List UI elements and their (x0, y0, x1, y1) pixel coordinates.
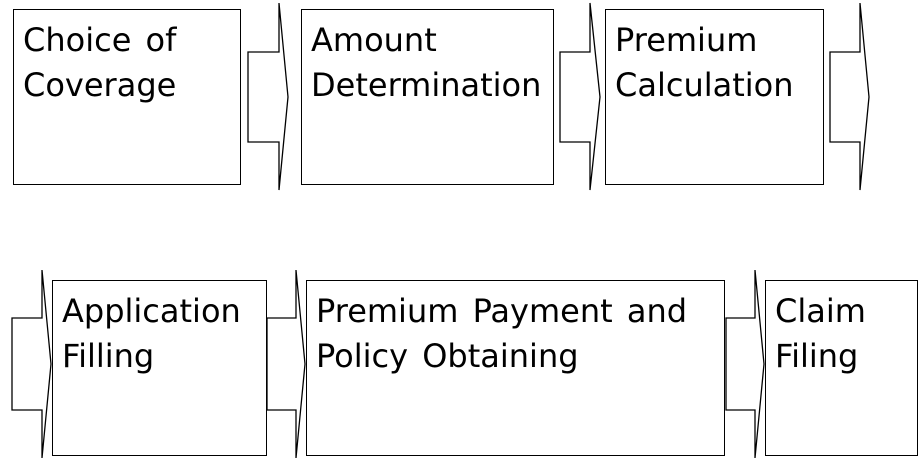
step-label-line-2: Policy Obtaining (316, 337, 579, 375)
step-label-line-1: Claim (775, 292, 866, 330)
step-choice-of-coverage: Choice of Coverage (13, 9, 241, 185)
arrow-row2-entry (11, 269, 52, 459)
step-label-line-1: Choice of (23, 21, 177, 59)
arrow-row1-exit (829, 2, 870, 191)
step-label-line-2: Filing (775, 337, 859, 375)
step-application-filling: Application Filling (52, 280, 267, 456)
step-amount-determination: Amount Determination (301, 9, 554, 185)
step-label-line-2: Calculation (615, 66, 794, 104)
step-label-line-1: Premium Payment and (316, 292, 688, 330)
arrow-4-to-5 (266, 269, 306, 459)
step-label-line-2: Determination (311, 66, 542, 104)
step-label-line-1: Premium (615, 21, 758, 59)
step-label-line-1: Application (62, 292, 241, 330)
step-premium-payment-policy-obtaining: Premium Payment and Policy Obtaining (306, 280, 725, 456)
step-label-line-1: Amount (311, 21, 437, 59)
step-premium-calculation: Premium Calculation (605, 9, 824, 185)
step-label-line-2: Coverage (23, 66, 177, 104)
arrow-2-to-3 (559, 2, 601, 191)
arrow-1-to-2 (247, 2, 289, 191)
arrow-5-to-6 (725, 269, 765, 459)
step-claim-filing: Claim Filing (765, 280, 918, 456)
step-label-line-2: Filling (62, 337, 155, 375)
